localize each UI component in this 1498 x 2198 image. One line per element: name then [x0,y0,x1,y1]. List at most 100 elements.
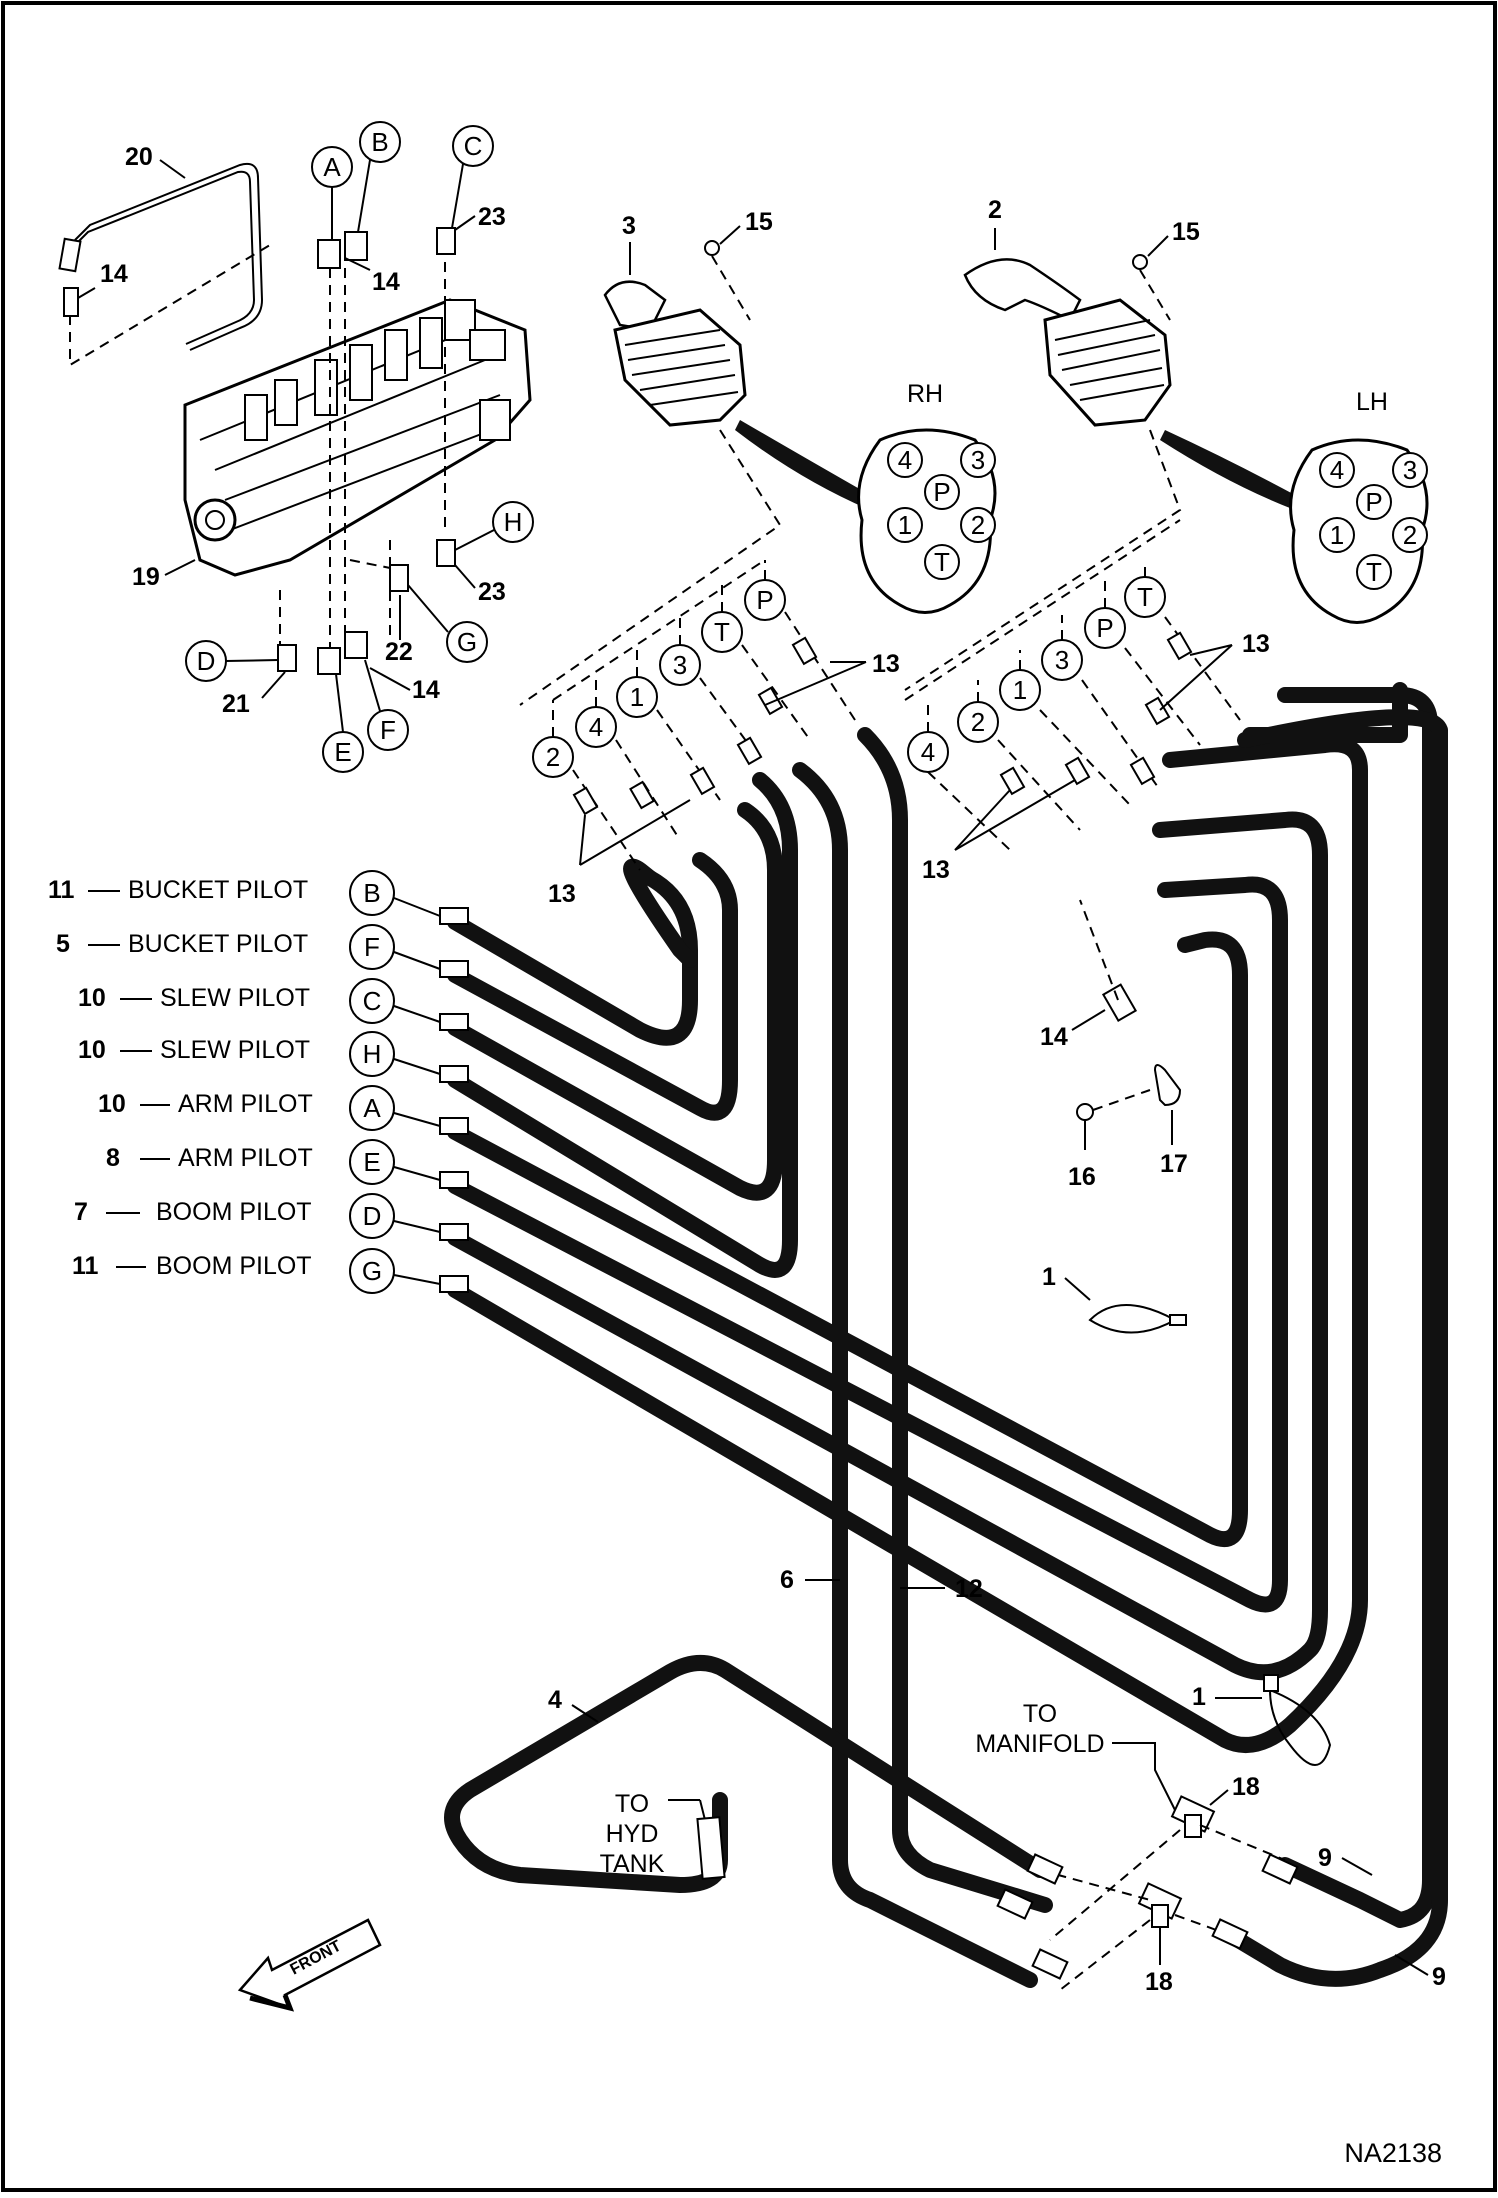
port-letter: E [363,1147,380,1177]
hose-9a [1277,687,1438,1928]
fitting-g [389,564,409,592]
callout-13: 13 [922,856,950,884]
port-c: C [464,131,483,161]
svg-text:P: P [756,585,773,615]
svg-text:P: P [1365,487,1382,517]
callout-6: 6 [780,1566,794,1594]
pilot-num: 10 [78,1036,106,1064]
hose-6 [792,762,1038,1988]
pilot-hoses [444,682,1448,1988]
to-hyd-tank-line2: HYD [606,1820,659,1848]
pilot-label-row: 5 BUCKET PILOT F [56,924,441,970]
lh-label: LH [1356,388,1388,416]
pilot-text: ARM PILOT [178,1144,313,1172]
front-arrow: FRONT [237,1918,382,2012]
callout-22: 22 [385,638,413,666]
lh-fittings [999,631,1193,796]
callout-1: 1 [1042,1263,1056,1291]
hose-a [447,931,1248,1548]
misc-parts: 14 16 17 1 1 6 12 4 TO HYD TANK [548,899,1446,1996]
svg-text:3: 3 [673,650,687,680]
callout-19: 19 [132,563,160,591]
pilot-label-row: 11 BUCKET PILOT B [48,870,441,917]
fitting-14-lower [63,287,79,317]
callout-23: 23 [478,203,506,231]
callout-14: 14 [1040,1023,1068,1051]
to-hyd-tank-line3: TANK [600,1850,665,1878]
svg-text:1: 1 [630,682,644,712]
callout-21: 21 [222,690,250,718]
callout-18: 18 [1145,1968,1173,1996]
hose-4 [444,1655,1048,1893]
rh-fittings [572,636,818,816]
callout-4: 4 [548,1686,562,1714]
port-letter: B [363,878,380,908]
rh-connector [857,428,997,614]
hose-9b [1222,682,1448,1987]
pilot-label-row: 10 SLEW PILOT H [78,1031,441,1077]
port-letter: A [363,1093,381,1123]
hose-g [447,736,1368,1753]
svg-text:T: T [714,617,730,647]
pilot-num: 10 [78,984,106,1012]
port-letter: C [363,986,382,1016]
svg-text:1: 1 [898,510,912,540]
svg-text:T: T [934,547,950,577]
tee-18-lower [1137,1882,1183,1928]
fitting-c [436,227,456,255]
callout-15: 15 [745,208,773,236]
callout-23: 23 [478,578,506,606]
rh-label: RH [907,380,943,408]
pilot-num: 10 [98,1090,126,1118]
pilot-num: 8 [106,1144,120,1172]
fitting-14-tube [58,237,82,273]
port-e: E [334,737,351,767]
pilot-num: 11 [48,876,75,904]
clamp-17 [1153,1064,1182,1107]
svg-text:3: 3 [1055,645,1069,675]
port-d: D [197,646,216,676]
pilot-text: BUCKET PILOT [128,876,308,904]
rh-joystick: 3 15 RH 4 3 P 1 2 T 2 4 [519,208,997,908]
svg-text:1: 1 [1330,520,1344,550]
to-hyd-tank-line1: TO [615,1790,649,1818]
svg-text:T: T [1137,582,1153,612]
hose-f [447,852,738,1121]
port-letter: F [364,932,380,962]
tie-strap [1088,1304,1178,1334]
callout-15: 15 [1172,218,1200,246]
pilot-text: ARM PILOT [178,1090,313,1118]
rh-cable [735,420,870,510]
callout-18: 18 [1232,1773,1260,1801]
callout-3: 3 [622,212,636,240]
port-letter: H [363,1039,382,1069]
svg-text:2: 2 [971,707,985,737]
callout-1: 1 [1192,1683,1206,1711]
port-g: G [457,627,477,657]
pilot-num: 7 [74,1198,88,1226]
port-b: B [371,127,388,157]
pilot-label-row: 10 SLEW PILOT C [78,978,441,1024]
port-letter: D [363,1201,382,1231]
port-h: H [504,507,523,537]
document-id: NA2138 [1344,2138,1442,2168]
svg-text:3: 3 [1403,455,1417,485]
svg-text:P: P [933,477,950,507]
tank-fitting [696,1816,726,1880]
fitting-e [317,647,341,675]
lh-connector [1289,438,1429,624]
hose-b [447,870,698,1046]
hose-h [447,772,798,1278]
port-letter: G [362,1256,382,1286]
tie-strap [1268,1688,1332,1766]
callout-17: 17 [1160,1150,1188,1178]
pilot-text: SLEW PILOT [160,984,310,1012]
pilot-label-list: 11 BUCKET PILOT B 5 BUCKET PILOT F 10 SL… [48,870,441,1294]
fitting-d [277,644,297,672]
callout-14: 14 [100,260,128,288]
hose-c [447,802,783,1201]
svg-text:T: T [1366,557,1382,587]
pilot-label-row: 7 BOOM PILOT D [74,1193,441,1239]
port-a: A [323,152,341,182]
